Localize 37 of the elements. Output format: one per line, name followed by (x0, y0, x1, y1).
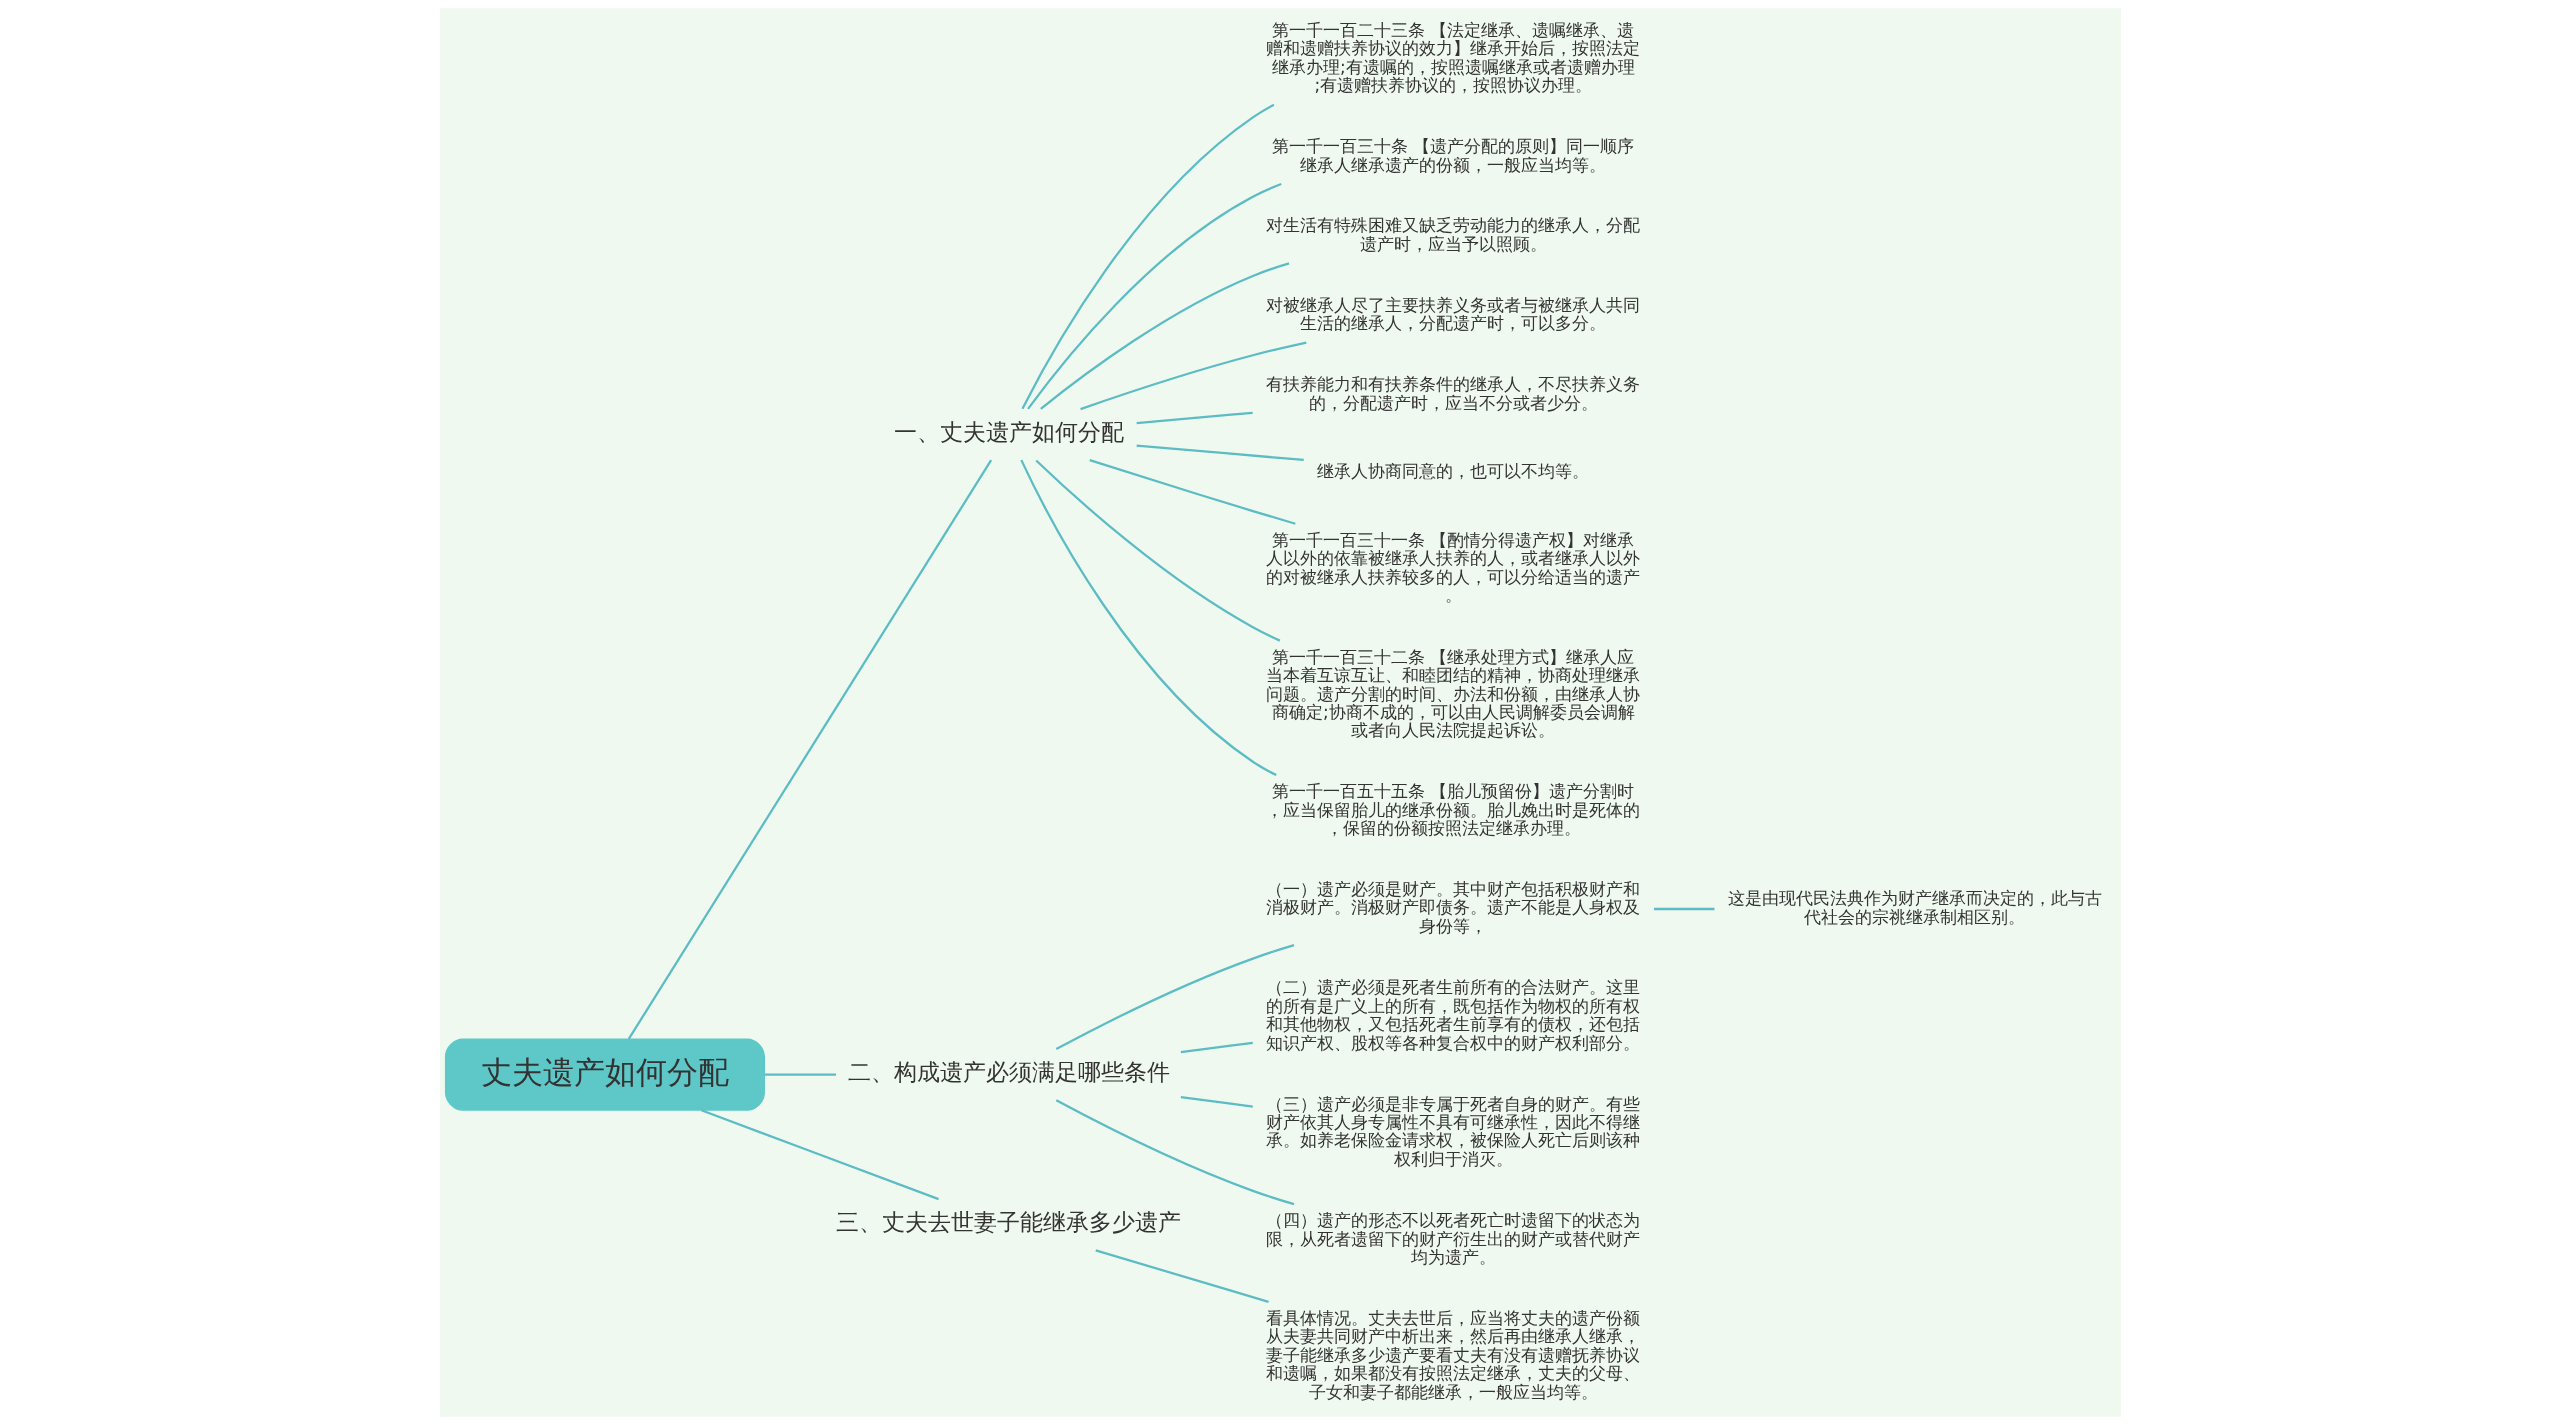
connector (1039, 262, 1289, 410)
connector (1136, 444, 1304, 462)
connector (1180, 1096, 1253, 1108)
node-text: （二）遗产必须是死者生前所有的合法财产。这里的所有是广义上的所有，既包括作为物权的所有权和其他物权，又包括死者生前享有的债权，还包括知识产权、股权等各种复合权中的财产权利部分。 (1265, 977, 1640, 1053)
connector (1180, 1041, 1253, 1054)
node-text: 一、丈夫遗产如何分配 (893, 418, 1124, 445)
node-text: 继承人协商同意的，也可以不均等。 (1316, 461, 1589, 482)
connector (1020, 103, 1274, 410)
node-text: 第一千一百三十条 【遗产分配的原则】同一顺序继承人继承遗产的份额，一般应当均等。 (1271, 136, 1634, 175)
connector (1094, 1249, 1269, 1303)
node-text: 有扶养能力和有扶养条件的继承人，不尽扶养义务的，分配遗产时，应当不分或者少分。 (1265, 374, 1640, 413)
node-text: （一）遗产必须是财产。其中财产包括积极财产和消极财产。消极财产即债务。遗产不能是人身权及身份等， (1265, 878, 1640, 936)
node-text: 二、构成遗产必须满足哪些条件 (847, 1059, 1170, 1086)
connector (1026, 182, 1282, 410)
node-text: 这是由现代民法典作为财产继承而决定的，此与古代社会的宗祧继承制相区别。 (1727, 888, 2102, 927)
connector (1019, 459, 1277, 777)
node-text: 第一千一百三十一条 【酌情分得遗产权】对继承人以外的依靠被继承人扶养的人，或者继承人以外的对被继承人扶养较多的人，可以分给适当的遗产。 (1265, 529, 1640, 606)
node-text: （四）遗产的形态不以死者死亡时遗留下的状态为限，从死者遗留下的财产衍生出的财产或替代财产均为遗产。 (1265, 1210, 1640, 1268)
node-box: 丈夫遗产如何分配 (444, 1038, 765, 1111)
connector (627, 459, 992, 1040)
node-text: 第一千一百三十二条 【继承处理方式】继承人应当本着互谅互让、和睦团结的精神，协商处理继承问题。遗产分割的时间、办法和份额，由继承人协商确定;协商不成的，可以由人民调解委员会调解或者向人民法院提起诉讼。 (1265, 646, 1640, 741)
node-text: 第一千一百五十五条 【胎儿预留份】遗产分割时，应当保留胎儿的继承份额。胎儿娩出时是死体的，保留的份额按照法定继承办理。 (1265, 781, 1640, 839)
connector (1088, 459, 1296, 525)
connector (1034, 459, 1280, 642)
connector (1055, 1099, 1294, 1206)
node-text: 第一千一百二十三条 【法定继承、遗嘱继承、遗赠和遗赠扶养协议的效力】继承开始后，按照法定继承办理;有遗嘱的，按照遗嘱继承或者遗赠办理;有遗赠扶养协议的，按照协议办理。 (1265, 20, 1640, 96)
connector (700, 1109, 939, 1201)
node-text: 三、丈夫去世妻子能继承多少遗产 (835, 1209, 1181, 1236)
node-text: （三）遗产必须是非专属于死者自身的财产。有些财产依其人身专属性不具有可继承性，因此不得继承。如养老保险金请求权，被保险人死亡后则该种权利归于消灭。 (1265, 1093, 1640, 1169)
node-text: 对生活有特殊困难又缺乏劳动能力的继承人，分配遗产时，应当予以照顾。 (1265, 215, 1640, 254)
connector (1079, 341, 1307, 411)
node-text: 对被继承人尽了主要扶养义务或者与被继承人共同生活的继承人，分配遗产时，可以多分。 (1265, 294, 1640, 334)
connector (1055, 944, 1294, 1051)
connector (1136, 411, 1253, 425)
node-text: 看具体情况。丈夫去世后，应当将丈夫的遗产份额从夫妻共同财产中析出来，然后再由继承人继承，妻子能继承多少遗产要看丈夫有没有遗赠抚养协议和遗嘱，如果都没有按照法定继承，丈夫的父母、子女和妻子都能继承，一般应当均等。 (1265, 1308, 1640, 1402)
connector (764, 1073, 836, 1076)
connector (1653, 907, 1714, 911)
